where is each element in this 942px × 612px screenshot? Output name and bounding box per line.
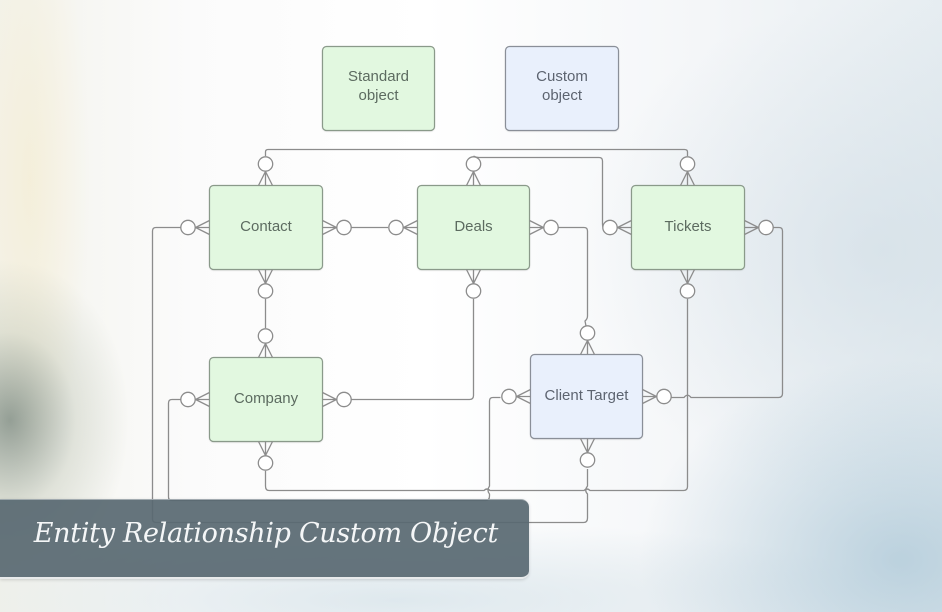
crows-foot-marker: [602, 219, 632, 236]
zero-icon: [388, 219, 404, 236]
crows-foot-marker: [180, 219, 210, 236]
legend-standard-line1: Standard: [348, 68, 409, 85]
many-icon: [579, 339, 596, 355]
zero-icon: [257, 156, 274, 172]
zero-icon: [180, 219, 196, 236]
connector-company-deals: [351, 299, 475, 401]
crows-foot-marker: [679, 269, 696, 299]
many-icon: [322, 219, 338, 236]
connector-company-tickets: [264, 299, 689, 492]
entity-tickets[interactable]: Tickets: [630, 184, 746, 271]
crows-foot-marker: [257, 441, 274, 471]
crows-foot-marker: [257, 156, 274, 186]
crows-foot-marker: [388, 219, 418, 236]
many-icon: [257, 342, 274, 358]
zero-icon: [501, 388, 517, 405]
zero-icon: [656, 388, 672, 405]
zero-icon: [579, 325, 596, 341]
zero-icon: [543, 219, 559, 236]
many-icon: [579, 438, 596, 454]
zero-icon: [336, 219, 352, 236]
crows-foot-marker: [257, 269, 274, 299]
connector-clienttarget-tickets: [671, 226, 784, 399]
zero-icon: [465, 283, 482, 299]
many-icon: [679, 269, 696, 285]
many-icon: [529, 219, 545, 236]
crows-foot-marker: [180, 391, 210, 408]
title-banner: Entity Relationship Custom Object: [0, 499, 529, 579]
entity-label: Contact: [240, 218, 293, 235]
entity-label: Tickets: [665, 218, 712, 235]
many-icon: [257, 170, 274, 186]
many-icon: [679, 170, 696, 186]
many-icon: [402, 219, 418, 236]
legend-standard-line2: object: [358, 87, 399, 104]
many-icon: [465, 170, 482, 186]
crows-foot-marker: [322, 391, 352, 408]
many-icon: [642, 388, 658, 405]
zero-icon: [257, 283, 274, 299]
crows-foot-marker: [322, 219, 352, 236]
many-icon: [515, 388, 531, 405]
many-icon: [257, 269, 274, 285]
zero-icon: [602, 219, 618, 236]
connector-deals-clienttarget: [558, 226, 589, 327]
crows-foot-marker: [501, 388, 531, 405]
crows-foot-marker: [579, 325, 596, 355]
many-icon: [194, 219, 210, 236]
many-icon: [257, 441, 274, 457]
legend-custom-line1: Custom: [536, 68, 588, 85]
zero-icon: [257, 328, 274, 344]
crows-foot-marker: [529, 219, 559, 236]
zero-icon: [679, 283, 696, 299]
many-icon: [322, 391, 338, 408]
banner-title: Entity Relationship Custom Object: [33, 518, 499, 549]
many-icon: [616, 219, 632, 236]
zero-icon: [579, 452, 596, 468]
zero-icon: [758, 219, 774, 236]
entity-label: Company: [234, 390, 299, 407]
legend-custom-line2: object: [542, 87, 583, 104]
zero-icon: [257, 455, 274, 471]
many-icon: [465, 269, 482, 285]
entity-label: Client Target: [545, 387, 630, 404]
crows-foot-marker: [642, 388, 672, 405]
crows-foot-marker: [679, 156, 696, 186]
entity-deals[interactable]: Deals: [416, 184, 531, 271]
crows-foot-marker: [465, 269, 482, 299]
crows-foot-marker: [257, 328, 274, 358]
entity-contact[interactable]: Contact: [208, 184, 324, 271]
crows-foot-marker: [744, 219, 774, 236]
zero-icon: [679, 156, 696, 172]
crows-foot-marker: [579, 438, 596, 468]
entity-label: Deals: [454, 218, 492, 235]
crows-foot-marker: [465, 156, 482, 186]
many-icon: [194, 391, 210, 408]
entity-company[interactable]: Company: [208, 356, 324, 443]
legend-standard-object: Standard object: [321, 45, 436, 132]
zero-icon: [465, 156, 482, 172]
entity-client-target[interactable]: Client Target: [529, 353, 644, 440]
many-icon: [744, 219, 760, 236]
legend-custom-object: Custom object: [504, 45, 620, 132]
zero-icon: [180, 391, 196, 408]
connector-contact-tickets: [264, 148, 689, 156]
zero-icon: [336, 391, 352, 408]
